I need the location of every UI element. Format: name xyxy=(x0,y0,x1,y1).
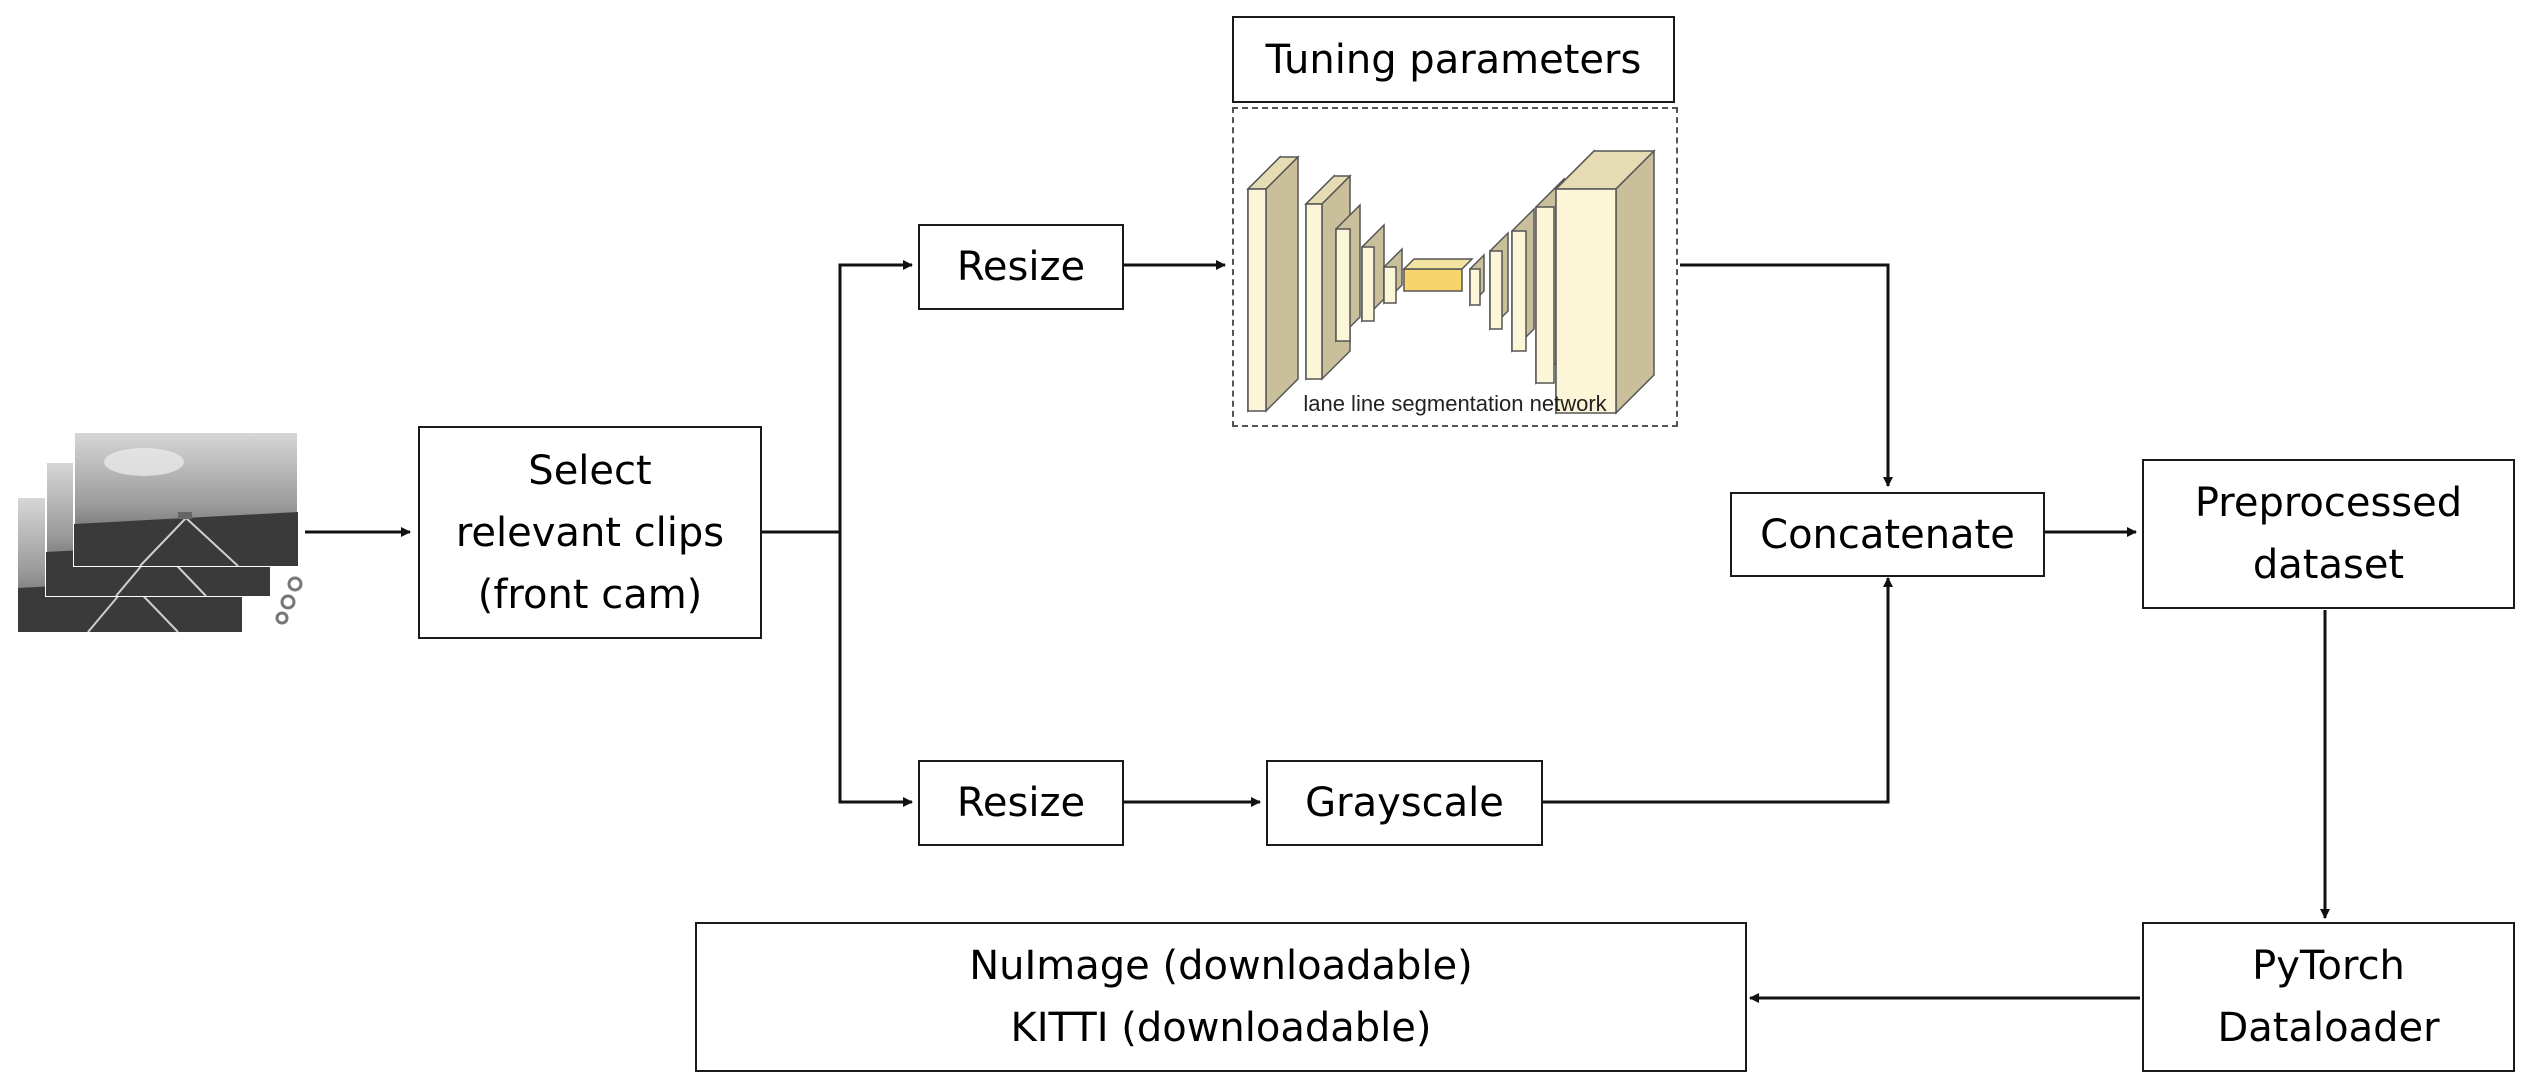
arrow-split-to-resize-top xyxy=(838,260,913,532)
resize-top-box[interactable]: Resize xyxy=(918,224,1124,310)
pytorch-label-line1: PyTorch xyxy=(2252,943,2405,989)
kitti-label: KITTI (downloadable) xyxy=(1010,1005,1432,1051)
tuning-label: Tuning parameters xyxy=(1265,36,1642,83)
arrow-grayscale-to-concatenate xyxy=(1543,577,1893,804)
resize-bottom-box[interactable]: Resize xyxy=(918,760,1124,846)
resize-top-label: Resize xyxy=(956,244,1086,290)
ellipsis-dots-icon xyxy=(275,576,303,625)
grayscale-label: Grayscale xyxy=(1305,780,1504,826)
pytorch-label-line2: Dataloader xyxy=(2217,1005,2440,1051)
nuimage-label: NuImage (downloadable) xyxy=(969,943,1473,989)
select-label-line3: (front cam) xyxy=(477,571,703,618)
select-label-line2: relevant clips xyxy=(455,509,725,556)
network-caption: lane line segmentation network xyxy=(1303,391,1607,416)
unet-architecture-icon xyxy=(1246,149,1656,415)
stacked-road-frames-icon xyxy=(18,431,299,633)
resize-bottom-label: Resize xyxy=(956,780,1086,826)
arrow-network-to-concatenate xyxy=(1680,263,1893,487)
grayscale-box[interactable]: Grayscale xyxy=(1266,760,1543,846)
segmentation-network-panel[interactable]: lane line segmentation network xyxy=(1232,107,1678,427)
tuning-parameters-box[interactable]: Tuning parameters xyxy=(1232,16,1675,103)
downloadable-datasets-box[interactable]: NuImage (downloadable) KITTI (downloadab… xyxy=(695,922,1747,1072)
select-clips-box[interactable]: Select relevant clips (front cam) xyxy=(418,426,762,639)
arrow-split-to-resize-bottom xyxy=(838,532,913,807)
preprocessed-label-line2: dataset xyxy=(2252,542,2405,588)
concatenate-label: Concatenate xyxy=(1760,511,2015,558)
select-label-line1: Select xyxy=(528,447,652,494)
pytorch-dataloader-box[interactable]: PyTorch Dataloader xyxy=(2142,922,2515,1072)
preprocessed-dataset-box[interactable]: Preprocessed dataset xyxy=(2142,459,2515,609)
preprocessed-label-line1: Preprocessed xyxy=(2194,480,2463,526)
concatenate-box[interactable]: Concatenate xyxy=(1730,492,2045,577)
